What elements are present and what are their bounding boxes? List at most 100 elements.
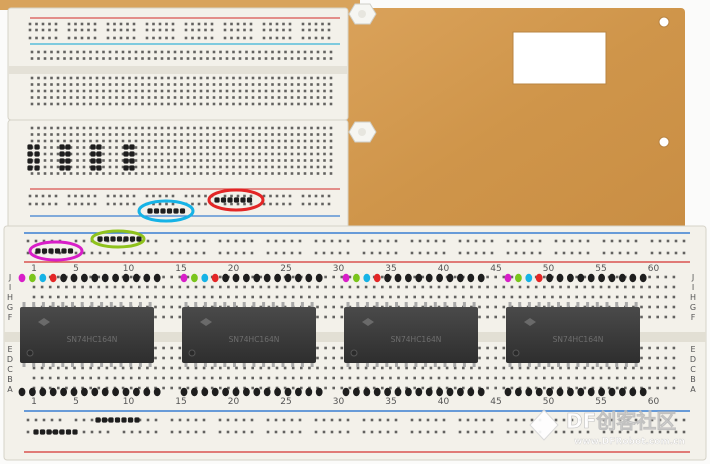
hole — [258, 139, 261, 143]
hole — [269, 28, 272, 32]
hole — [282, 22, 285, 26]
hole — [173, 126, 177, 130]
header-pin — [305, 387, 313, 397]
hole — [378, 430, 382, 434]
hole — [95, 76, 99, 80]
header-pin — [504, 387, 512, 397]
hole — [271, 89, 274, 93]
header-pin — [39, 387, 47, 397]
hole — [245, 76, 248, 80]
hole — [146, 418, 150, 422]
hole — [626, 251, 630, 255]
hole — [370, 251, 374, 255]
hole — [413, 376, 416, 380]
hole — [212, 165, 216, 169]
hole — [682, 430, 686, 434]
hole — [323, 96, 326, 99]
hole — [152, 202, 155, 206]
hole — [570, 430, 574, 434]
hole — [178, 305, 182, 309]
hole — [275, 194, 279, 198]
hole — [591, 295, 595, 299]
hole — [297, 172, 300, 175]
hole — [251, 96, 255, 99]
hole — [223, 202, 227, 206]
hole — [226, 430, 230, 434]
header-pin — [122, 273, 130, 283]
hole — [453, 295, 457, 299]
hole — [223, 22, 227, 26]
hole — [173, 159, 177, 162]
hole — [526, 366, 530, 370]
hole — [277, 152, 281, 156]
hole — [672, 356, 676, 360]
hole — [206, 50, 209, 54]
hole — [238, 57, 242, 60]
hole — [115, 139, 118, 143]
hole — [648, 275, 651, 279]
colored-pin — [211, 273, 219, 283]
hole — [74, 28, 77, 32]
hole — [50, 89, 53, 93]
hole — [284, 165, 287, 169]
hole — [95, 126, 99, 130]
hole — [316, 76, 320, 80]
hole — [340, 386, 344, 390]
header-pin — [90, 158, 96, 164]
hole — [212, 133, 216, 136]
hole — [82, 251, 86, 255]
hole — [323, 76, 326, 80]
hole — [290, 172, 294, 175]
hole — [147, 96, 151, 99]
hole — [340, 305, 344, 309]
hole — [271, 146, 274, 149]
hole — [180, 76, 183, 80]
hole — [230, 28, 233, 32]
hole — [316, 102, 320, 106]
hole — [258, 89, 261, 93]
hole — [486, 366, 489, 370]
hole — [506, 430, 510, 434]
hole — [119, 194, 123, 198]
hole — [607, 386, 611, 390]
hole — [154, 139, 157, 143]
hole — [245, 126, 248, 130]
hole — [154, 146, 157, 149]
header-pin — [65, 151, 71, 157]
row-letter: E — [7, 345, 12, 354]
hole — [458, 251, 462, 255]
hole — [251, 165, 255, 169]
header-pin — [405, 273, 412, 283]
hole — [316, 57, 320, 60]
hole — [316, 285, 319, 289]
hole — [308, 22, 311, 26]
hole — [37, 89, 40, 93]
hole — [158, 22, 162, 26]
hole — [26, 418, 30, 422]
hole — [173, 83, 177, 86]
hole — [249, 22, 253, 26]
hole — [48, 376, 52, 380]
header-pin — [52, 429, 59, 435]
hole — [250, 430, 254, 434]
hole — [58, 251, 62, 255]
hole — [56, 57, 60, 60]
colored-pin — [525, 273, 533, 283]
hole — [115, 152, 118, 156]
hole — [283, 376, 287, 380]
hole — [97, 285, 101, 289]
hole — [236, 36, 240, 40]
hole — [502, 315, 506, 319]
hole — [73, 366, 76, 370]
hole — [310, 146, 313, 149]
hole — [372, 366, 376, 370]
hole — [648, 315, 651, 319]
hole — [40, 285, 44, 289]
hole — [348, 275, 352, 279]
hole — [567, 366, 570, 370]
header-pin — [315, 273, 323, 283]
hole — [90, 430, 94, 434]
hole — [89, 89, 92, 93]
hole — [650, 430, 654, 434]
header-pin — [108, 417, 114, 423]
